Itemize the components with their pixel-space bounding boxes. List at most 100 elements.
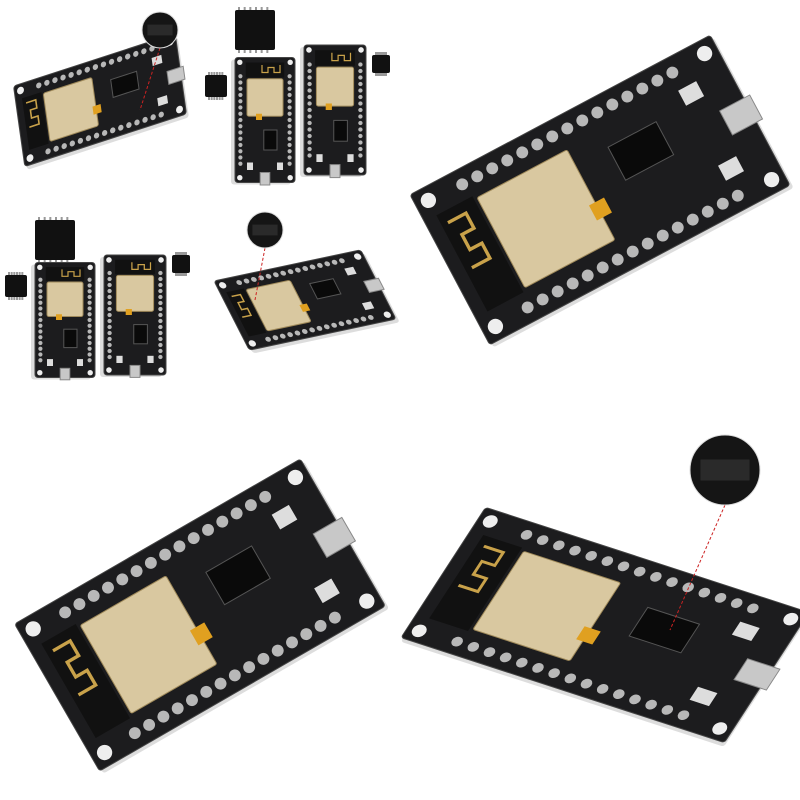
chip-pin xyxy=(381,52,383,55)
pin-hole xyxy=(307,127,312,132)
pin-hole xyxy=(307,146,312,152)
pin-hole xyxy=(287,74,292,79)
pin-hole xyxy=(287,130,292,135)
nodemcu-board xyxy=(100,254,167,378)
chip-pin xyxy=(221,97,224,100)
photo-bottom-right-board-callout xyxy=(400,400,800,800)
pin-hole xyxy=(60,74,66,81)
pin-hole xyxy=(38,289,43,294)
pin-hole xyxy=(38,283,43,288)
micro-usb-port xyxy=(166,65,186,86)
pin-hole xyxy=(238,86,243,91)
pin-hole xyxy=(516,657,528,668)
pin-hole xyxy=(358,133,363,139)
chip-pin xyxy=(10,272,13,275)
pin-hole xyxy=(238,74,243,79)
pin-hole xyxy=(701,205,714,218)
pin-hole xyxy=(307,68,312,74)
chip-pin xyxy=(16,272,18,275)
photo-small-angled-board xyxy=(0,0,200,200)
pin-hole xyxy=(358,62,363,67)
pin-hole xyxy=(44,79,50,86)
capacitor xyxy=(56,314,62,320)
pin-hole xyxy=(158,294,163,300)
pin-hole xyxy=(92,64,99,70)
usb-uart-chip xyxy=(63,328,78,349)
mounting-hole xyxy=(87,264,93,270)
pin-hole xyxy=(294,330,301,336)
pin-hole xyxy=(324,261,331,267)
pin-hole xyxy=(271,644,284,657)
capacitor xyxy=(325,103,332,110)
pin-hole xyxy=(636,82,649,95)
reset-button xyxy=(247,162,253,170)
pin-hole xyxy=(38,335,43,340)
pin-hole xyxy=(158,282,163,288)
pin-hole xyxy=(38,358,43,363)
pin-hole xyxy=(38,294,43,300)
chip-pin xyxy=(385,52,387,55)
pin-hole xyxy=(287,161,292,166)
pin-hole xyxy=(569,545,581,556)
photo-front-back-boards xyxy=(200,0,400,200)
flash-button xyxy=(277,162,283,170)
capacitor xyxy=(92,104,102,115)
pin-hole xyxy=(307,101,312,106)
pin-hole xyxy=(238,124,243,129)
pin-hole xyxy=(257,652,270,665)
pin-hole xyxy=(287,269,294,275)
chip-pin xyxy=(243,50,246,53)
chip-pin xyxy=(16,297,18,300)
pin-hole xyxy=(243,278,250,284)
mounting-hole xyxy=(287,175,293,181)
pin-hole xyxy=(606,98,619,111)
pin-hole xyxy=(621,90,634,103)
reset-button xyxy=(314,578,340,604)
pin-hole xyxy=(216,515,229,528)
mounting-hole xyxy=(763,171,780,188)
pin-hole xyxy=(596,684,609,694)
pin-hole xyxy=(87,283,92,288)
pin-hole xyxy=(87,335,92,340)
pin-hole xyxy=(546,130,559,143)
usb-uart-chip xyxy=(333,119,348,142)
pin-hole xyxy=(84,66,90,73)
usb-uart-chip xyxy=(308,278,342,300)
pin-hole xyxy=(244,499,257,512)
chip-pin xyxy=(179,252,181,255)
capacitor xyxy=(299,303,311,312)
pin-hole xyxy=(580,678,593,689)
pin-hole xyxy=(287,124,292,129)
pin-hole xyxy=(87,317,92,323)
nodemcu-board xyxy=(231,57,296,186)
pin-hole xyxy=(682,582,694,593)
chip-pin xyxy=(383,73,385,76)
chip-pin xyxy=(38,217,40,220)
pin-hole xyxy=(287,136,292,141)
antenna-area xyxy=(226,288,267,337)
nodemcu-board xyxy=(31,262,96,381)
pin-hole xyxy=(87,312,92,317)
pin-hole xyxy=(645,699,657,710)
chip-pin xyxy=(255,50,257,53)
mounting-hole xyxy=(237,175,243,181)
flash-button xyxy=(271,504,298,530)
mounting-hole xyxy=(219,282,227,289)
flash-button xyxy=(344,266,357,276)
pin-hole xyxy=(456,178,469,191)
pin-hole xyxy=(238,99,243,104)
pin-hole xyxy=(158,312,163,318)
pin-hole xyxy=(116,573,129,586)
chip-pin xyxy=(208,97,210,100)
pin-hole xyxy=(596,261,609,274)
pin-hole xyxy=(158,342,163,348)
chip-closeup xyxy=(147,24,173,36)
chip-pin xyxy=(213,72,216,75)
flash-button xyxy=(347,154,354,163)
pin-hole xyxy=(307,153,312,158)
mounting-hole xyxy=(306,47,312,53)
capacitor xyxy=(588,197,612,221)
pin-hole xyxy=(358,127,363,132)
pin-hole xyxy=(158,330,163,336)
capacitor xyxy=(256,113,262,120)
